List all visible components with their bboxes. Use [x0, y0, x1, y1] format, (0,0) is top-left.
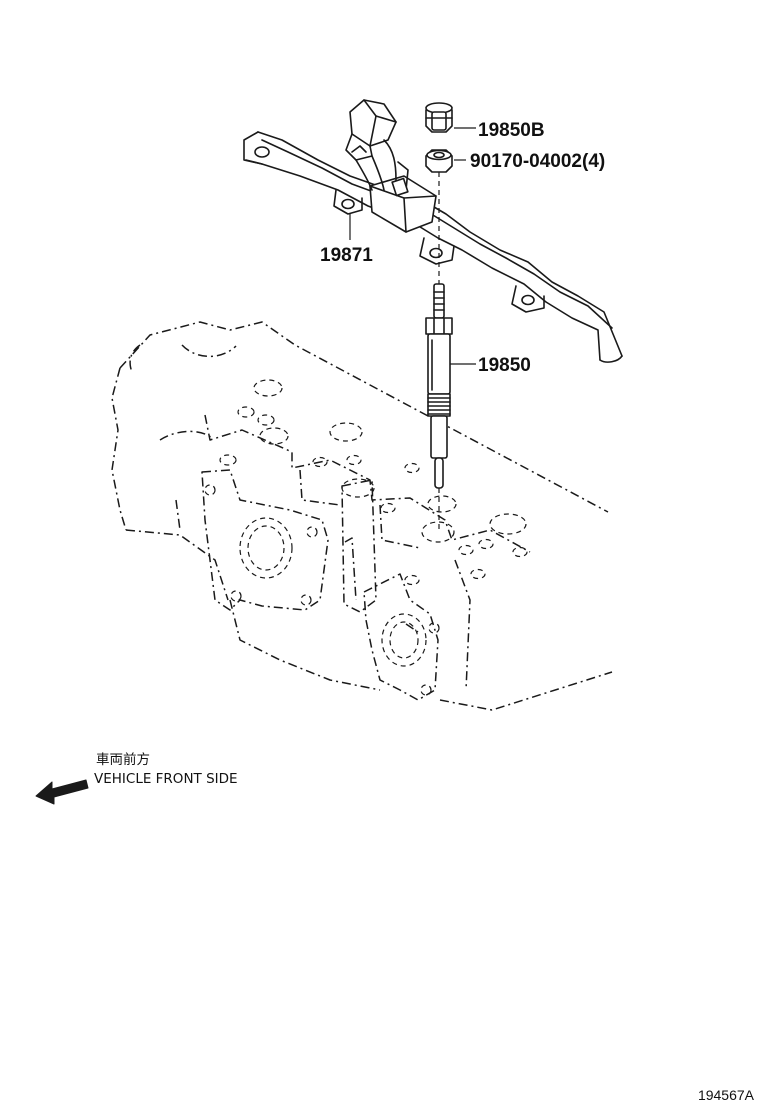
wire-harness-19871	[243, 99, 623, 363]
glow-plug-19850	[425, 283, 453, 489]
nut-90170-04002	[425, 149, 453, 173]
left-arrow-icon	[35, 779, 89, 805]
connector-19850b	[425, 102, 453, 133]
orientation-label-jp: 車両前方	[96, 751, 150, 768]
orientation-label-en: VEHICLE FRONT SIDE	[94, 771, 238, 787]
figure-id: 194567A	[698, 1087, 755, 1103]
label-nut: 90170-04002(4)	[470, 151, 605, 172]
label-connector: 19850B	[478, 120, 545, 141]
cylinder-head-outline	[111, 321, 613, 711]
label-wire-harness: 19871	[320, 245, 373, 266]
vehicle-front-note: 車両前方 VEHICLE FRONT SIDE	[35, 751, 238, 805]
label-glow-plug: 19850	[478, 355, 531, 376]
